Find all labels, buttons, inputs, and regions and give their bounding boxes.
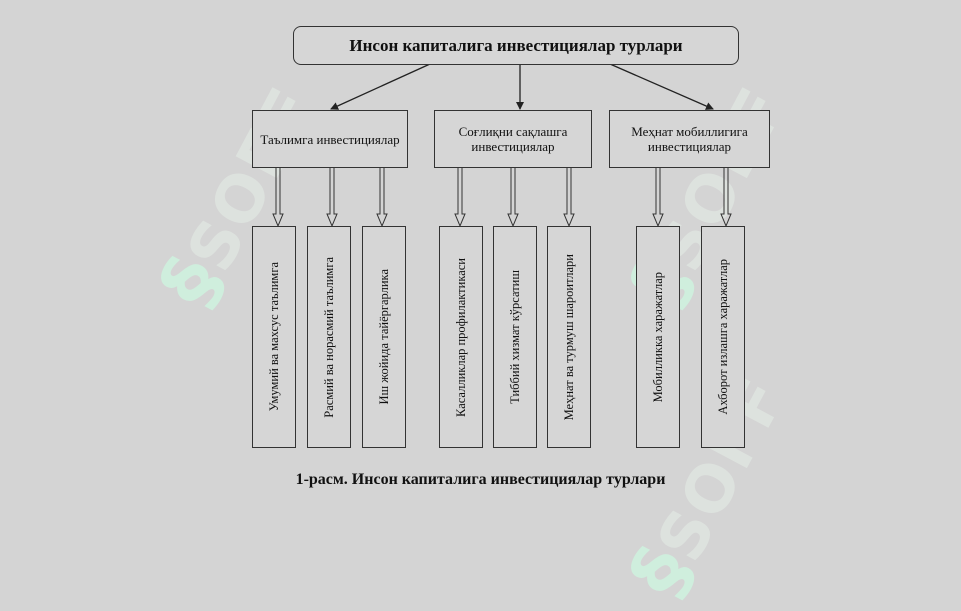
item-box: Расмий ва норасмий таълимга: [307, 226, 351, 448]
figure-caption: 1-расм. Инсон капиталига инвестициялар т…: [295, 471, 666, 488]
watermark-logo-icon: §: [613, 532, 712, 611]
down-arrow-icon: [272, 168, 284, 228]
category-label: Соғлиқни сақлашга инвестициялар: [458, 124, 568, 154]
down-arrow-icon: [652, 168, 664, 228]
item-box: Иш жойида тайёргарлика: [362, 226, 406, 448]
category-box-education: Таълимга инвестициялар: [252, 110, 408, 168]
item-box: Касалликлар профилактикаси: [439, 226, 483, 448]
down-arrow-icon: [563, 168, 575, 228]
category-label: Таълимга инвестициялар: [260, 131, 400, 147]
item-label: Умумий ва махсус таълимга: [267, 262, 281, 412]
diagram-title: Инсон капиталига инвестициялар турлари: [349, 35, 683, 55]
diagram-title-box: Инсон капиталига инвестициялар турлари: [293, 26, 739, 65]
category-box-health: Соғлиқни сақлашга инвестициялар: [434, 110, 592, 168]
down-arrow-icon: [376, 168, 388, 228]
category-label: Меҳнат мобиллигига инвестициялар: [631, 124, 748, 154]
item-box: Умумий ва махсус таълимга: [252, 226, 296, 448]
item-label: Иш жойида тайёргарлика: [377, 269, 391, 405]
connector-arrow: [609, 63, 714, 110]
item-label: Меҳнат ва турмуш шароитлари: [562, 253, 576, 421]
category-box-mobility: Меҳнат мобиллигига инвестициялар: [609, 110, 770, 168]
item-box: Ахборот излашга харажатлар: [701, 226, 745, 448]
item-box: Меҳнат ва турмуш шароитлари: [547, 226, 591, 448]
item-box: Тиббий хизмат кўрсатиш: [493, 226, 537, 448]
item-label: Тиббий хизмат кўрсатиш: [508, 270, 522, 404]
down-arrow-icon: [507, 168, 519, 228]
item-label: Расмий ва норасмий таълимга: [322, 256, 336, 418]
connector-arrow: [330, 63, 431, 110]
item-label: Мобилликка харажатлар: [651, 271, 665, 403]
item-label: Касалликлар профилактикаси: [454, 257, 468, 417]
down-arrow-icon: [720, 168, 732, 228]
item-box: Мобилликка харажатлар: [636, 226, 680, 448]
down-arrow-icon: [454, 168, 466, 228]
item-label: Ахборот излашга харажатлар: [716, 259, 730, 415]
down-arrow-icon: [326, 168, 338, 228]
